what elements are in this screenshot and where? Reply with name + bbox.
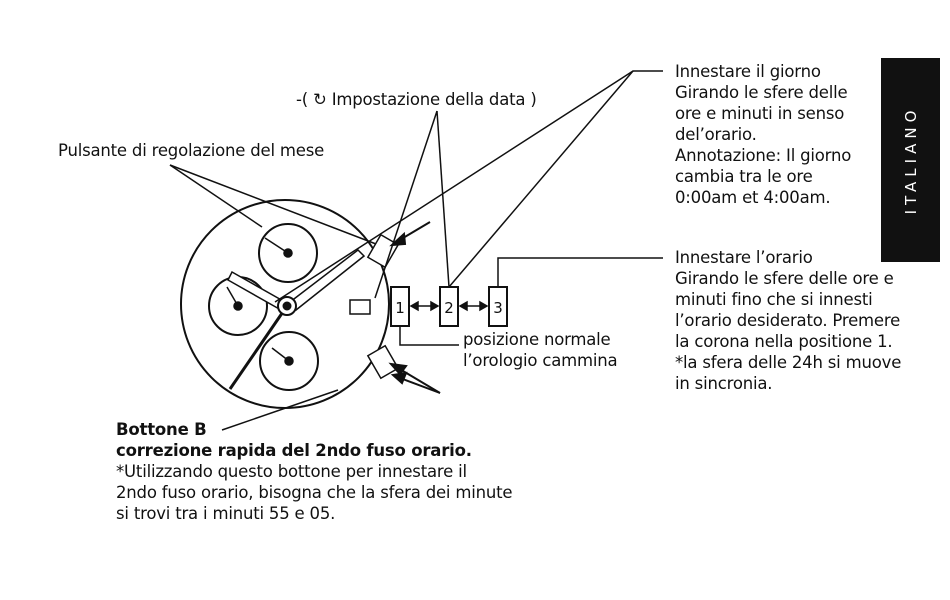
date-setting-label: -( ↻ Impostazione della data ) xyxy=(296,90,537,109)
normal-position-label: posizione normale l’orologio cammina xyxy=(463,329,618,371)
button-b-pusher xyxy=(366,344,400,380)
note-line: cambia tra le ore xyxy=(675,167,813,186)
button-b-note: 2ndo fuso orario, bisogna che la sfera d… xyxy=(116,483,513,502)
button-b-title: Bottone B xyxy=(116,420,207,439)
note-line: ore e minuti in senso xyxy=(675,104,845,123)
note-line: 0:00am et 4:00am. xyxy=(675,188,831,207)
note-line: minuti fino che si innesti xyxy=(675,290,873,309)
main-hands xyxy=(227,249,366,390)
note-line: la corona nella positione 1. xyxy=(675,332,893,351)
note-line: Innestare l’orario xyxy=(675,248,813,267)
note-line: Innestare il giorno xyxy=(675,62,821,81)
normal-position-line-1: posizione normale xyxy=(463,330,611,349)
subdial-top xyxy=(258,223,318,283)
normal-position-line-2: l’orologio cammina xyxy=(463,351,618,370)
button-b-note: si trovi tra i minuti 55 e 05. xyxy=(116,504,336,523)
button-b-subtitle: correzione rapida del 2ndo fuso orario. xyxy=(116,441,472,460)
note-line: *la sfera delle 24h si muove xyxy=(675,353,902,372)
position-2-notes: Innestare il giorno Girando le sfere del… xyxy=(675,61,851,208)
position-3-notes: Innestare l’orario Girando le sfere dell… xyxy=(675,247,901,394)
language-tab-label: ITALIANO xyxy=(901,105,920,215)
note-line: in sincronia. xyxy=(675,374,773,393)
button-b-note: *Utilizzando questo bottone per innestar… xyxy=(116,462,467,481)
month-button-pusher xyxy=(366,233,400,269)
note-line: Girando le sfere delle xyxy=(675,83,848,102)
note-line: l’orario desiderato. Premere xyxy=(675,311,901,330)
crown-position-2: 2 xyxy=(444,299,454,317)
month-button-label: Pulsante di regolazione del mese xyxy=(58,141,325,160)
note-line: del’orario. xyxy=(675,125,757,144)
note-line: Girando le sfere delle ore e xyxy=(675,269,894,288)
crown xyxy=(349,299,371,315)
button-b-block: Bottone B correzione rapida del 2ndo fus… xyxy=(116,419,513,524)
language-tab: ITALIANO xyxy=(881,58,940,262)
note-line: Annotazione: Il giorno xyxy=(675,146,852,165)
crown-position-3: 3 xyxy=(493,299,503,317)
subdial-bottom xyxy=(259,331,319,391)
crown-position-1: 1 xyxy=(395,299,405,317)
